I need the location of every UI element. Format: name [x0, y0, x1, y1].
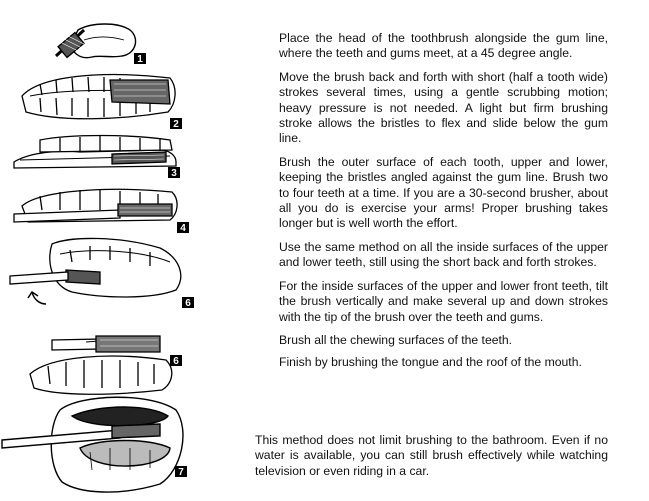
footer-note: This method does not limit brushing to t…: [255, 433, 608, 478]
step-5-text: For the inside surfaces of the upper and…: [279, 278, 608, 324]
figure-7-illustration: [1, 396, 184, 493]
figure-1-badge: 1: [134, 53, 146, 65]
figure-4-badge: 4: [177, 222, 189, 234]
svg-text:6: 6: [173, 356, 179, 367]
svg-text:4: 4: [180, 223, 186, 234]
step-4-text: Use the same method on all the inside su…: [279, 239, 608, 270]
svg-text:1: 1: [137, 54, 143, 65]
step-2-text: Move the brush back and forth with short…: [279, 69, 608, 146]
step-3-text: Brush the outer surface of each tooth, u…: [279, 154, 608, 231]
figure-3-illustration: [13, 134, 177, 169]
step-6-text: Brush all the chewing surfaces of the te…: [279, 332, 513, 347]
figure-7-badge: 7: [175, 466, 187, 478]
brushing-steps-list: Place the head of the toothbrush alongsi…: [279, 31, 608, 378]
figure-6-badge: 6: [170, 355, 182, 367]
svg-text:3: 3: [171, 168, 177, 179]
svg-text:7: 7: [178, 467, 184, 478]
figure-1-illustration: [54, 23, 137, 59]
figure-5-illustration: [9, 237, 182, 305]
figure-4-illustration: [13, 188, 178, 223]
brushing-illustrations: 1 2 3 4: [1, 23, 194, 493]
figure-5-badge: 6: [182, 297, 194, 309]
figure-2-badge: 2: [170, 118, 182, 130]
figure-6-illustration: [29, 335, 173, 395]
svg-text:2: 2: [173, 119, 179, 130]
figure-2-illustration: [21, 73, 176, 120]
svg-text:6: 6: [185, 298, 191, 309]
step-1-text: Place the head of the toothbrush alongsi…: [279, 31, 608, 61]
figure-3-badge: 3: [168, 167, 180, 179]
step-7-text: Finish by brushing the tongue and the ro…: [279, 355, 582, 370]
